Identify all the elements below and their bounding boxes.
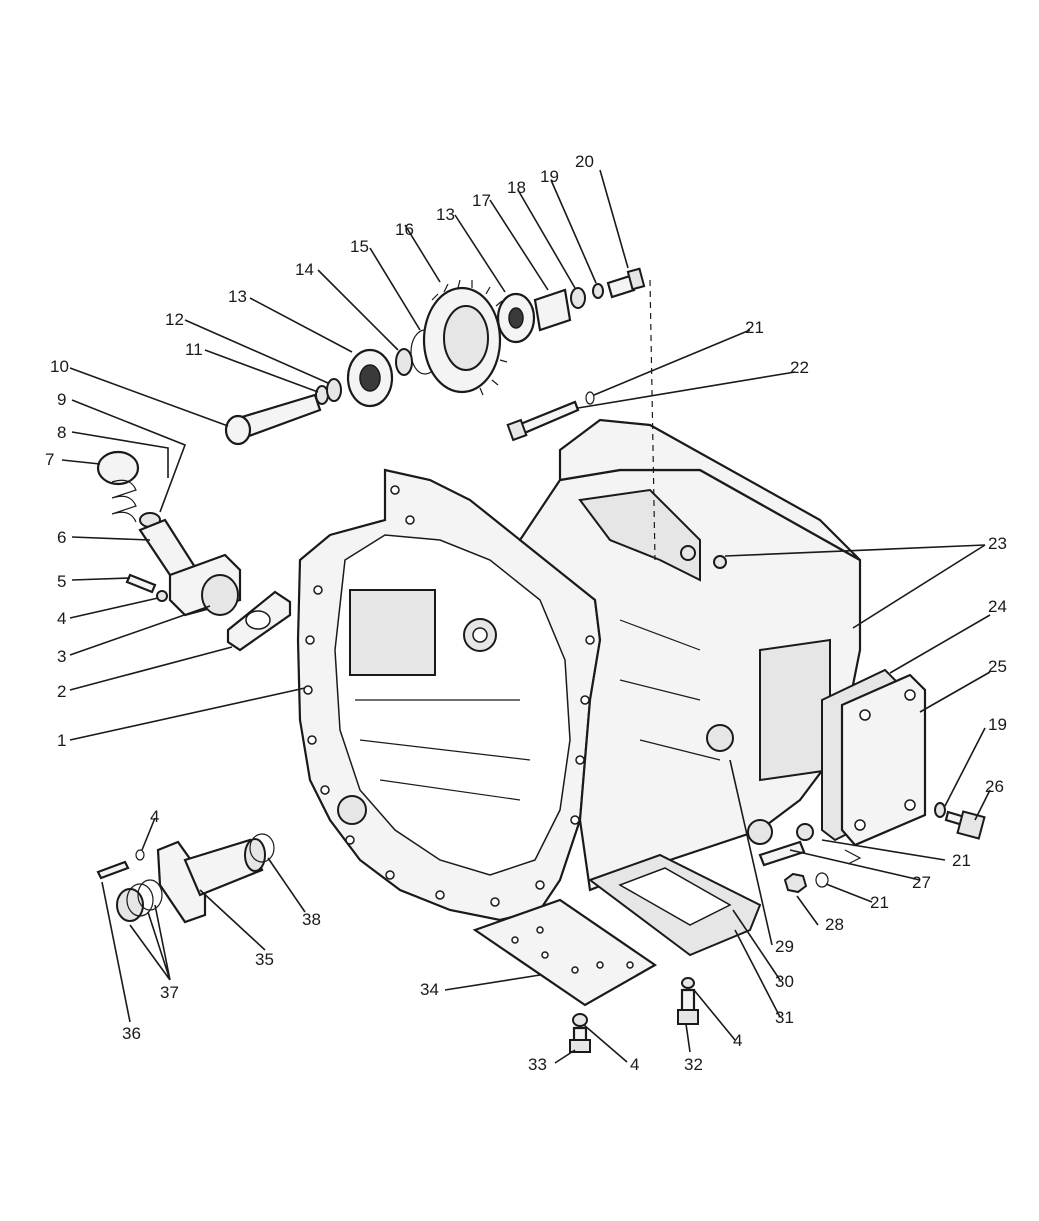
callout-35: 35 [255, 950, 274, 969]
callout-9: 9 [57, 390, 66, 409]
callout-1: 1 [57, 731, 66, 750]
callout-14: 14 [295, 260, 314, 279]
callout-21a: 21 [745, 318, 764, 337]
callout-19b: 19 [988, 715, 1007, 734]
callout-17: 17 [472, 191, 491, 210]
callout-20: 20 [575, 152, 594, 171]
callout-4b: 4 [733, 1031, 742, 1050]
callout-33: 33 [528, 1055, 547, 1074]
callout-37: 37 [160, 983, 179, 1002]
callout-31: 31 [775, 1008, 794, 1027]
callout-2: 2 [57, 682, 66, 701]
callout-29: 29 [775, 937, 794, 956]
flange-holes [303, 485, 595, 907]
callout-21b: 21 [952, 851, 971, 870]
callout-21c: 21 [870, 893, 889, 912]
callout-22: 22 [790, 358, 809, 377]
callout-8: 8 [57, 423, 66, 442]
callout-32: 32 [684, 1055, 703, 1074]
callout-4: 4 [57, 609, 66, 628]
callout-10: 10 [50, 357, 69, 376]
bolt-22 [506, 391, 595, 442]
callout-15: 15 [350, 237, 369, 256]
callout-38: 38 [302, 910, 321, 929]
callout-7: 7 [45, 450, 54, 469]
callout-18: 18 [507, 178, 526, 197]
callout-6: 6 [57, 528, 66, 547]
callout-36: 36 [122, 1024, 141, 1043]
callout-4d: 4 [150, 807, 159, 826]
bottom-fasteners [569, 977, 699, 1053]
side-cover [821, 668, 927, 847]
callout-34: 34 [420, 980, 439, 999]
lower-left-assembly [96, 833, 275, 924]
callout-11: 11 [185, 340, 203, 359]
callout-27: 27 [912, 873, 931, 892]
right-fasteners [758, 802, 986, 894]
callout-3: 3 [57, 647, 66, 666]
callout-30: 30 [775, 972, 794, 991]
filler-assembly [96, 450, 292, 652]
upper-shaft [224, 267, 656, 561]
callout-4c: 4 [630, 1055, 639, 1074]
callout-26: 26 [985, 777, 1004, 796]
callout-12: 12 [165, 310, 184, 329]
callout-13a: 13 [228, 287, 247, 306]
bottom-parts [472, 853, 762, 1007]
callout-5: 5 [57, 572, 66, 591]
callout-28: 28 [825, 915, 844, 934]
housing [296, 418, 862, 922]
callout-24: 24 [988, 597, 1007, 616]
callout-13b: 13 [436, 205, 455, 224]
callout-25: 25 [988, 657, 1007, 676]
callout-23: 23 [988, 534, 1007, 553]
callout-19a: 19 [540, 167, 559, 186]
callout-labels: 1 2 3 4 5 6 7 8 9 10 11 12 13 14 15 16 1… [45, 152, 1007, 1074]
callout-16: 16 [395, 220, 414, 239]
leader-lines [61, 169, 991, 1064]
